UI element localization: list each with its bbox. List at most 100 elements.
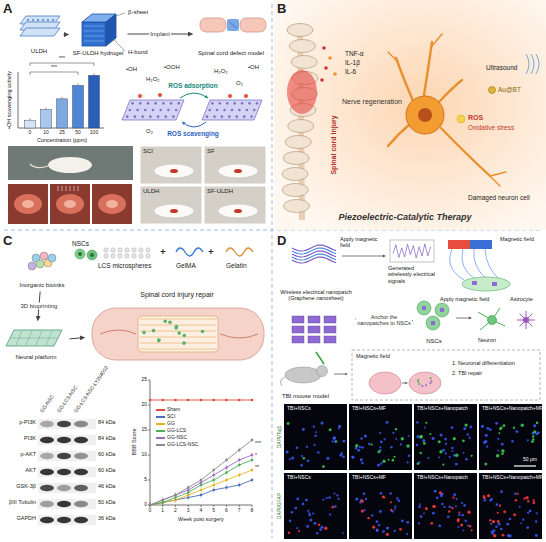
illustration-shape	[177, 331, 181, 335]
illustration-shape	[376, 520, 379, 523]
illustration-shape	[228, 94, 232, 98]
illustration-shape	[213, 505, 214, 507]
illustration-shape	[355, 497, 358, 500]
illustration-shape	[436, 496, 439, 499]
illustration-shape	[316, 532, 318, 534]
illustration-shape	[419, 435, 422, 438]
illustration-shape	[342, 456, 345, 459]
illustration-shape	[174, 494, 177, 497]
illustration-shape	[131, 102, 134, 105]
node-label: ULDH	[31, 48, 47, 55]
bioink-illustration: Inorganic bioinks	[16, 248, 68, 290]
illustration-shape	[398, 499, 401, 502]
illustration-shape	[342, 532, 344, 534]
text-label: •OH scavenging activity	[6, 71, 12, 129]
illustration-shape	[256, 102, 259, 105]
illustration-shape	[359, 446, 361, 448]
text-label: Spinal cord injury	[330, 115, 338, 174]
text-label: 46 kDa	[98, 483, 115, 489]
illustration-shape	[286, 450, 289, 453]
illustration-shape	[399, 528, 402, 531]
illustration-shape	[241, 102, 244, 105]
illustration-shape	[305, 499, 308, 502]
legend-item: SCI	[156, 413, 175, 420]
illustration-shape	[168, 321, 172, 325]
illustration-shape	[287, 24, 313, 37]
illustration-shape	[238, 464, 241, 467]
illustration-shape	[225, 399, 228, 402]
text-label: β-sheet	[128, 9, 148, 16]
text-label: +	[160, 247, 165, 257]
illustration-shape	[78, 83, 79, 85]
illustration-shape	[419, 436, 422, 439]
text-label: 50	[75, 130, 81, 136]
illustration-shape	[448, 240, 470, 249]
illustration-shape	[38, 451, 96, 461]
illustration-shape	[490, 172, 506, 176]
chart-series-line	[150, 400, 252, 401]
illustration-shape	[283, 200, 309, 213]
illustration-shape	[501, 453, 504, 456]
illustration-shape	[154, 164, 194, 178]
model-illustration: Spinal cord defect model	[194, 10, 268, 58]
illustration-shape	[140, 319, 216, 320]
illustration-shape	[314, 434, 317, 437]
illustration-shape	[334, 374, 346, 375]
illustration-shape	[225, 459, 228, 462]
illustration-shape	[239, 448, 240, 453]
illustration-shape	[226, 248, 253, 256]
illustration-shape	[148, 405, 150, 406]
illustration-shape	[472, 281, 477, 285]
illustration-shape	[380, 441, 383, 444]
illustration-shape	[317, 451, 320, 454]
text-label: Apply magnetic field	[440, 296, 489, 302]
illustration-shape	[140, 146, 202, 184]
illustration-shape	[308, 316, 320, 323]
illustration-shape	[338, 428, 340, 430]
panel-letter: C	[3, 234, 12, 249]
illustration-shape	[438, 440, 441, 443]
illustration-shape	[432, 437, 435, 440]
illustration-shape	[345, 373, 348, 376]
illustration-shape	[285, 136, 311, 149]
illustration-shape	[469, 525, 472, 528]
illustration-shape	[432, 512, 435, 515]
photo-tile: SF-ULDH	[204, 186, 266, 224]
illustration-shape	[149, 504, 152, 507]
illustration-shape	[175, 109, 178, 112]
illustration-shape	[432, 505, 435, 508]
illustration-shape	[312, 512, 314, 514]
illustration-shape	[281, 377, 285, 386]
node-label: SF-ULDH hydrogel	[73, 50, 124, 57]
text-label: •OH	[126, 66, 137, 73]
illustration-shape	[392, 459, 395, 462]
text-label: p-PI3K	[19, 419, 36, 425]
illustration-shape	[57, 517, 71, 523]
illustration-shape	[226, 102, 229, 105]
illustration-shape	[134, 115, 137, 118]
illustration-shape	[490, 176, 500, 186]
illustration-shape	[324, 527, 327, 530]
illustration-shape	[351, 456, 354, 459]
illustration-shape	[423, 442, 426, 445]
text-label: LCS microspheres	[98, 262, 151, 269]
illustration-shape	[525, 496, 528, 499]
illustration-shape	[386, 526, 389, 529]
micrograph-tile: TBI+NSCs+Nanopatch	[414, 473, 477, 539]
illustration-shape	[251, 454, 254, 457]
illustration-shape	[498, 523, 501, 526]
illustration-shape	[469, 437, 471, 439]
illustration-shape	[333, 492, 335, 494]
legend-text: GG-LCS	[167, 427, 186, 433]
illustration-shape	[483, 496, 486, 499]
text-label: Nerve regeneration	[342, 98, 402, 106]
illustration-shape	[376, 529, 379, 532]
illustration-shape	[444, 438, 447, 441]
illustration-shape	[161, 499, 164, 502]
illustration-shape	[425, 384, 427, 386]
illustration-shape	[204, 146, 266, 184]
chart-series-line	[150, 460, 252, 505]
text-label: ROS scavenging	[167, 130, 219, 137]
illustration-shape	[252, 438, 253, 443]
